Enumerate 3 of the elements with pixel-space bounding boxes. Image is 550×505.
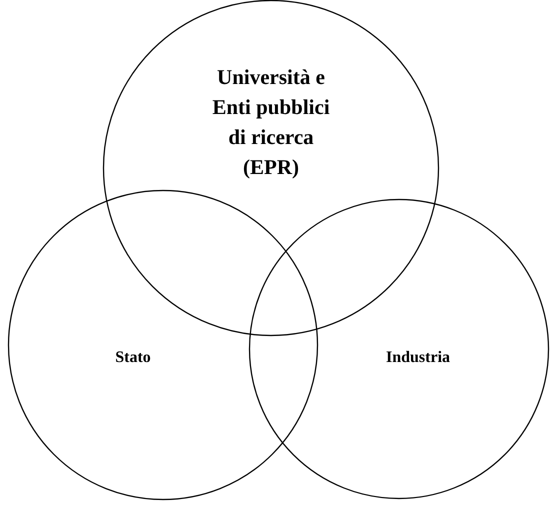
circle-label: Industria [384,348,452,368]
circle-label: Stato [114,348,152,368]
circle-label: Università e Enti pubblici di ricerca (EPR) [211,64,331,181]
